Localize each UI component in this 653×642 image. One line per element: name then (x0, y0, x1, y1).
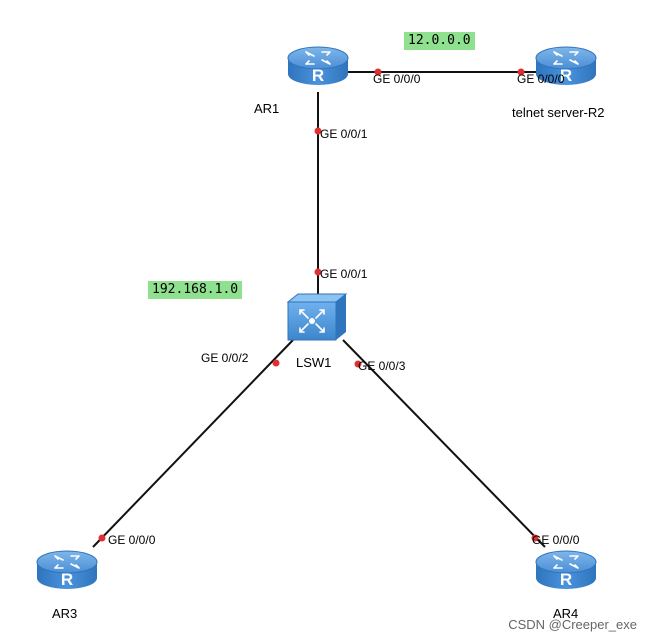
port-label-lsw-right: GE 0/0/3 (358, 359, 406, 373)
router-ar3-icon[interactable] (36, 550, 98, 590)
device-label-ar4: AR4 (553, 606, 579, 621)
port-dot-r2-ar1 (517, 68, 525, 76)
port-label-ar4: GE 0/0/0 (532, 533, 580, 547)
port-label-ar3: GE 0/0/0 (108, 533, 156, 547)
network-label-wan: 12.0.0.0 (404, 32, 475, 50)
port-label-r2-ar1: GE 0/0/0 (517, 72, 565, 86)
port-dot-ar1-down (314, 127, 322, 135)
link-lsw1-ar4 (342, 339, 546, 548)
port-label-lsw-left: GE 0/0/2 (201, 351, 249, 365)
device-label-r2: telnet server-R2 (512, 105, 605, 120)
device-label-ar1: AR1 (254, 101, 280, 116)
port-label-lsw-up: GE 0/0/1 (320, 267, 368, 281)
port-dot-ar1-r2 (374, 68, 382, 76)
router-ar4-icon[interactable] (535, 550, 597, 590)
device-label-lsw1: LSW1 (296, 355, 332, 370)
watermark: CSDN @Creeper_exe (508, 617, 637, 632)
port-label-ar1-r2: GE 0/0/0 (373, 72, 421, 86)
link-lsw1-ar3 (92, 339, 294, 548)
port-dot-ar3 (98, 534, 106, 542)
network-label-lan: 192.168.1.0 (148, 281, 243, 299)
port-dot-lsw-right (354, 360, 362, 368)
port-label-ar1-down: GE 0/0/1 (320, 127, 368, 141)
router-ar1-icon[interactable] (287, 46, 349, 86)
port-dot-lsw-left (272, 359, 280, 367)
device-label-ar3: AR3 (52, 606, 78, 621)
port-dot-ar4 (531, 534, 539, 542)
port-dot-lsw-up (314, 268, 322, 276)
switch-lsw1-icon[interactable] (286, 293, 348, 341)
